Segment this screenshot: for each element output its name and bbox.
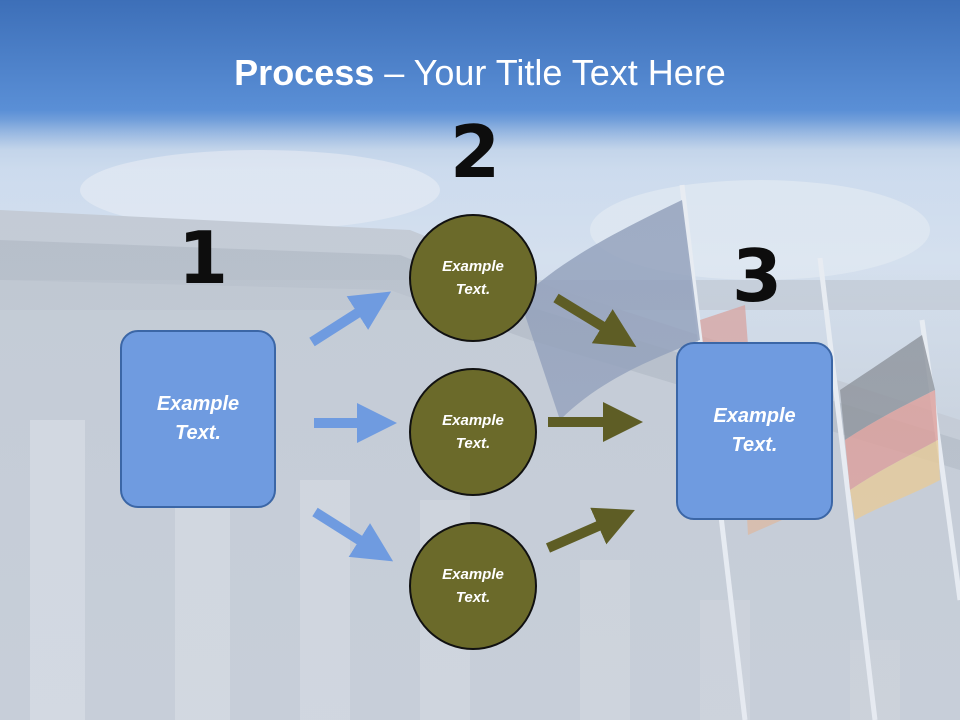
arrow-1-to-bottom — [312, 507, 394, 562]
arrow-top-to-3 — [553, 293, 637, 348]
arrow-1-to-top — [309, 291, 392, 347]
step-number-1: 1 — [178, 216, 229, 300]
title-rest: Your Title Text Here — [413, 52, 726, 93]
step-number-2: 2 — [450, 110, 501, 194]
step-number-3: 3 — [732, 234, 783, 318]
arrow-bottom-to-3 — [545, 507, 635, 553]
title-dash: – — [374, 52, 414, 93]
slide-title: Process – Your Title Text Here — [0, 52, 960, 94]
title-bold: Process — [234, 52, 375, 93]
